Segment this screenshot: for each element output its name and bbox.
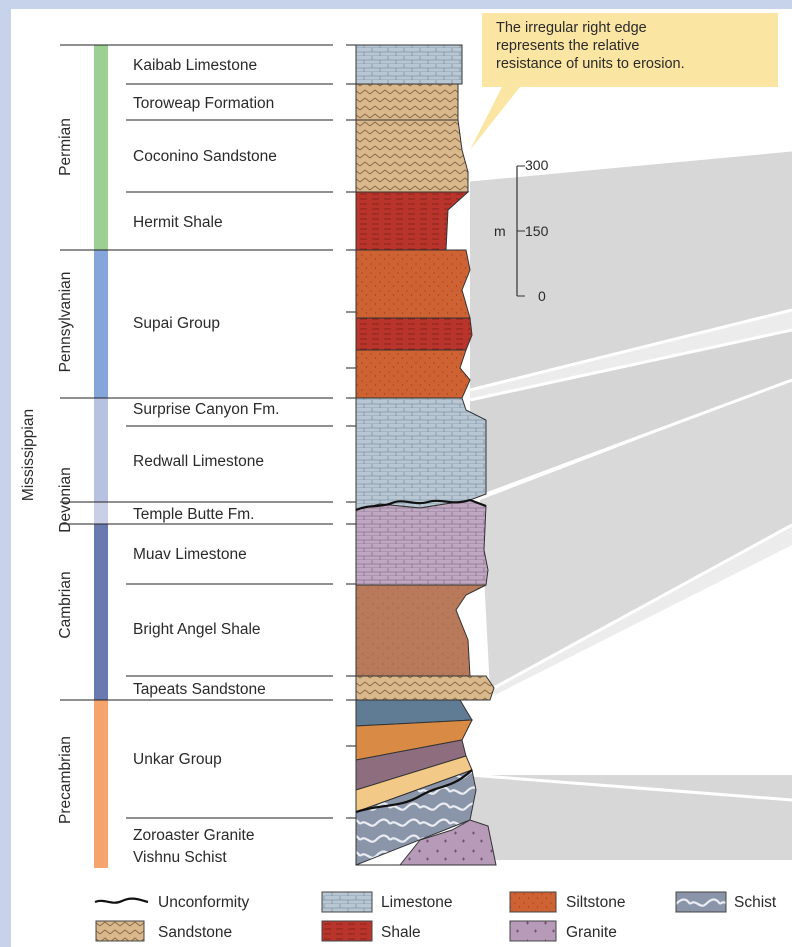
legend-label-siltstone: Siltstone [566, 894, 625, 911]
scale-unit: m [494, 223, 506, 239]
layer-tapeats [356, 676, 494, 700]
bar-permian [94, 45, 108, 250]
unit-vishnu: Vishnu Schist [133, 849, 227, 866]
unit-surprise-canyon: Surprise Canyon Fm. [133, 401, 279, 418]
legend-label-shale: Shale [381, 924, 421, 941]
label-pennsylvanian: Pennsylvanian [57, 272, 74, 373]
layer-coconino [356, 120, 468, 192]
label-permian: Permian [57, 118, 74, 176]
legend: Unconformity Limestone Siltstone Schist … [95, 892, 777, 941]
label-precambrian: Precambrian [57, 736, 74, 824]
layer-supai-1 [356, 250, 470, 318]
bar-mississippian [94, 398, 108, 502]
unit-tapeats: Tapeats Sandstone [133, 681, 266, 698]
bar-precambrian [94, 700, 108, 868]
bar-devonian [94, 502, 108, 524]
period-labels: Permian Pennsylvanian Mississippian Devo… [20, 118, 74, 824]
label-cambrian: Cambrian [57, 571, 74, 638]
layer-hermit [356, 192, 468, 250]
legend-shale: Shale [322, 921, 421, 941]
granite-swatch-icon [510, 921, 556, 941]
legend-label-limestone: Limestone [381, 894, 453, 911]
scale-tick-300: 300 [525, 157, 549, 173]
strat-column [356, 45, 496, 865]
layer-redwall [356, 398, 486, 510]
sandstone-swatch-icon [96, 921, 144, 941]
shale-swatch-icon [322, 921, 372, 941]
schist-swatch-icon [676, 892, 726, 912]
legend-unconformity: Unconformity [95, 894, 250, 911]
period-bars [94, 45, 108, 868]
legend-label-schist: Schist [734, 894, 777, 911]
legend-siltstone: Siltstone [510, 892, 625, 912]
column-ticks [346, 45, 356, 818]
legend-label-unconformity: Unconformity [158, 894, 250, 911]
bar-pennsylvanian [94, 250, 108, 398]
unit-unkar: Unkar Group [133, 751, 222, 768]
layer-muav [356, 500, 488, 585]
unit-bright-angel: Bright Angel Shale [133, 621, 261, 638]
unit-coconino: Coconino Sandstone [133, 148, 277, 165]
layer-supai-3 [356, 350, 470, 398]
legend-schist: Schist [676, 892, 777, 912]
limestone-swatch-icon [322, 892, 372, 912]
unit-supai: Supai Group [133, 315, 220, 332]
label-devonian: Devonian [57, 467, 74, 533]
scale-tick-0: 0 [538, 288, 546, 304]
label-mississippian: Mississippian [20, 409, 37, 501]
siltstone-swatch-icon [510, 892, 556, 912]
layer-supai-2 [356, 318, 472, 350]
unit-muav: Muav Limestone [133, 546, 247, 563]
callout-line-3: resistance of units to erosion. [496, 56, 685, 72]
legend-granite: Granite [510, 921, 617, 941]
unit-zoroaster: Zoroaster Granite [133, 827, 254, 844]
callout: The irregular right edge represents the … [470, 13, 778, 150]
legend-sandstone: Sandstone [96, 921, 232, 941]
callout-line-2: represents the relative [496, 38, 639, 54]
layer-kaibab [356, 45, 462, 84]
unit-redwall: Redwall Limestone [133, 453, 264, 470]
legend-label-granite: Granite [566, 924, 617, 941]
layer-bright-angel [356, 585, 486, 676]
formation-labels: Kaibab Limestone Toroweap Formation Coco… [133, 57, 279, 866]
unit-temple-butte: Temple Butte Fm. [133, 506, 254, 523]
unit-hermit: Hermit Shale [133, 214, 223, 231]
unit-toroweap: Toroweap Formation [133, 95, 274, 112]
scale-tick-150: 150 [525, 223, 549, 239]
unit-kaibab: Kaibab Limestone [133, 57, 257, 74]
unconformity-line-icon [95, 899, 148, 903]
bar-cambrian [94, 524, 108, 700]
legend-limestone: Limestone [322, 892, 453, 912]
callout-line-1: The irregular right edge [496, 20, 647, 36]
legend-label-sandstone: Sandstone [158, 924, 232, 941]
layer-toroweap [356, 84, 458, 120]
